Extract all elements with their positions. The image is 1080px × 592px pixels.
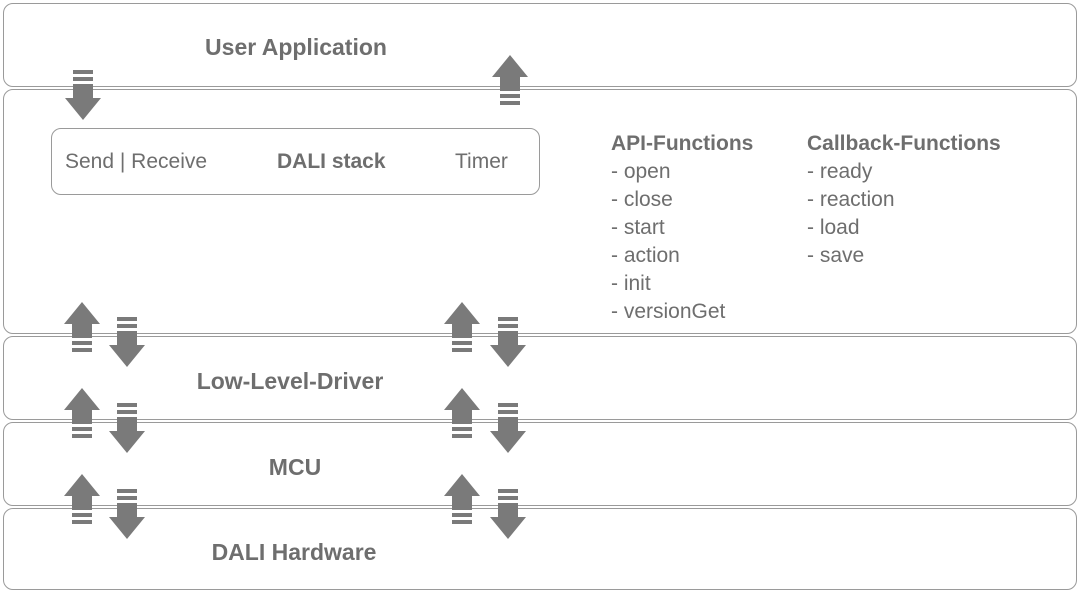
api-functions-title: API-Functions: [611, 132, 754, 155]
arrow-up-icon: [64, 302, 100, 352]
stack-send-receive-label: Send | Receive: [65, 150, 208, 173]
layer-title-mcu: MCU: [268, 454, 322, 480]
arrow-down-icon: [65, 70, 101, 120]
arrow-down-icon: [490, 403, 526, 453]
api-functions-column: API-Functions - open - close - start - a…: [611, 130, 753, 326]
api-function-item: - open: [611, 160, 671, 183]
layer-mcu: MCU: [3, 422, 1077, 506]
layer-title-low-level-driver: Low-Level-Driver: [196, 368, 384, 394]
callback-function-item: - load: [807, 216, 860, 239]
callback-functions-column: Callback-Functions - ready - reaction - …: [807, 130, 1001, 270]
dali-stack-box: Send | Receive DALI stack Timer: [51, 128, 540, 195]
api-function-item: - init: [611, 272, 651, 295]
api-function-item: - versionGet: [611, 300, 726, 323]
callback-functions-list: - ready - reaction - load - save: [807, 158, 1001, 270]
arrow-up-icon: [64, 388, 100, 438]
arrow-down-icon: [490, 489, 526, 539]
api-function-item: - start: [611, 216, 665, 239]
arrow-down-icon: [109, 317, 145, 367]
api-functions-list: - open - close - start - action - init -…: [611, 158, 753, 326]
callback-function-item: - reaction: [807, 188, 895, 211]
layer-user-application: User Application: [3, 3, 1077, 87]
arrow-up-icon: [444, 474, 480, 524]
arrow-up-icon: [64, 474, 100, 524]
arrow-down-icon: [109, 403, 145, 453]
layer-low-level-driver: Low-Level-Driver: [3, 336, 1077, 420]
arrow-up-icon: [444, 302, 480, 352]
api-function-item: - close: [611, 188, 673, 211]
callback-functions-title: Callback-Functions: [807, 132, 1001, 155]
api-function-item: - action: [611, 244, 680, 267]
arrow-down-icon: [109, 489, 145, 539]
arrow-up-icon: [492, 55, 528, 105]
stack-timer-label: Timer: [455, 150, 508, 173]
arrow-up-icon: [444, 388, 480, 438]
arrow-down-icon: [490, 317, 526, 367]
callback-function-item: - ready: [807, 160, 873, 183]
stack-title: DALI stack: [277, 150, 386, 173]
layer-title-user-application: User Application: [205, 34, 387, 60]
layer-title-dali-hardware: DALI Hardware: [211, 539, 377, 565]
layer-dali-hardware: DALI Hardware: [3, 508, 1077, 590]
callback-function-item: - save: [807, 244, 865, 267]
